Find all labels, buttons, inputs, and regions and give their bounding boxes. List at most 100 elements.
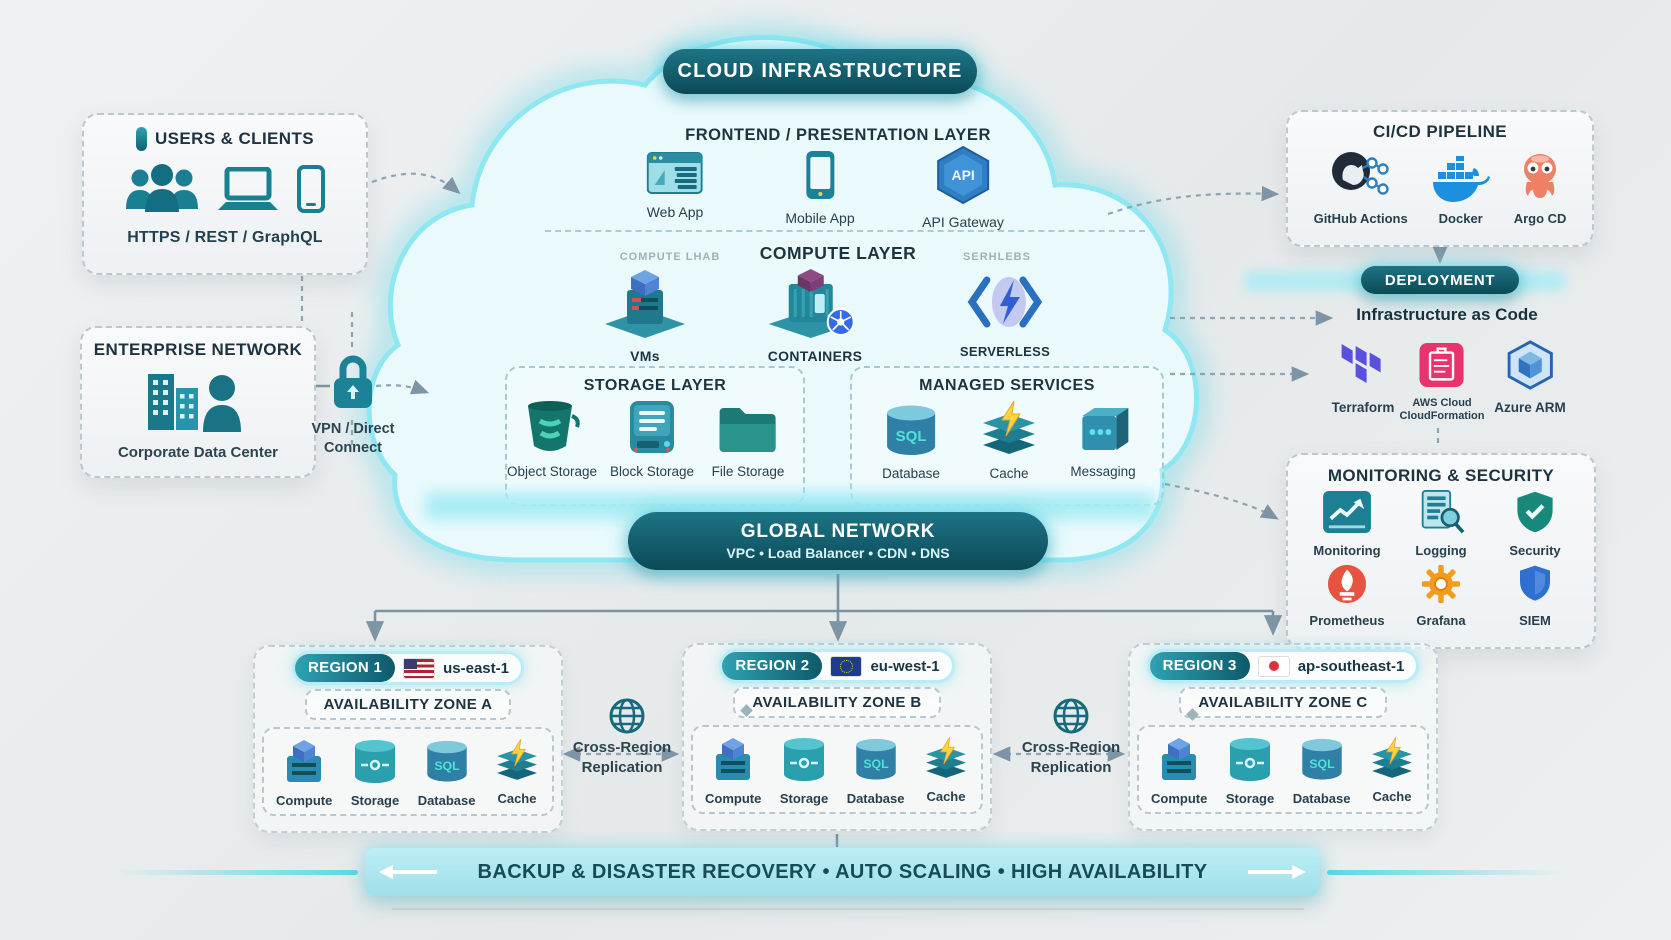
arrow-vpn-to-cloud: [375, 379, 430, 395]
terraform-node: Terraform: [1332, 342, 1394, 415]
banner-line-right: [1327, 870, 1567, 875]
vpn-label: VPN / Direct Connect: [311, 421, 395, 456]
azure-arm-label: Azure ARM: [1494, 400, 1566, 415]
storage-cylinder-icon: [353, 738, 397, 789]
svg-text:SQL: SQL: [896, 428, 927, 445]
containers-node: CONTAINERS: [768, 266, 863, 364]
region-1-pill: REGION 1 us-east-1: [295, 654, 521, 682]
region-2-pill: REGION 2 eu-west-1: [722, 652, 952, 680]
region-1-storage: Storage: [351, 738, 399, 808]
region-2-database: SQL Database: [847, 736, 905, 806]
monitoring-node: Monitoring: [1313, 490, 1381, 558]
banner-line-left: [118, 870, 358, 875]
cache-layers-icon: [979, 400, 1039, 461]
api-gateway-node: API API Gateway: [922, 145, 1004, 230]
cloudformation-label: AWS Cloud CloudFormation: [1399, 397, 1485, 422]
monitoring-label: Monitoring: [1313, 543, 1381, 558]
region-1-database: SQL Database: [418, 738, 476, 808]
web-app-node: Web App: [646, 152, 704, 220]
argo-cd-icon: [1518, 150, 1562, 207]
region-3-cache: Cache: [1369, 736, 1415, 806]
users-clients-header: USERS & CLIENTS: [135, 127, 314, 151]
users-icons-row: [125, 163, 325, 218]
cache-layers-icon: [494, 738, 540, 787]
region-3-database: SQL Database: [1293, 736, 1351, 806]
docker-icon: [1432, 154, 1490, 207]
frontend-compute-divider: [545, 230, 1145, 232]
ha-banner-text: BACKUP & DISASTER RECOVERY • AUTO SCALIN…: [477, 860, 1208, 883]
compute-icon: [1156, 736, 1202, 787]
sql-database-icon: SQL: [1299, 736, 1345, 787]
grafana-icon: [1421, 564, 1461, 609]
azure-arm-node: Azure ARM: [1494, 340, 1566, 415]
object-storage-node: Object Storage: [507, 400, 597, 479]
region-1-name: REGION 1: [295, 654, 396, 682]
siem-shield-icon: [1517, 564, 1553, 609]
svg-text:SQL: SQL: [863, 757, 889, 771]
region-3-box: REGION 3 ap-southeast-1 AVAILABILITY ZON…: [1128, 643, 1438, 831]
region-2-zone-box: Compute Storage SQL: [691, 725, 983, 814]
arrow-cloud-to-cicd: [1107, 185, 1280, 216]
laptop-icon: [217, 166, 279, 218]
github-actions-icon: [1330, 150, 1392, 207]
smartphone-icon: [297, 165, 325, 218]
sql-database-icon: SQL: [424, 738, 470, 789]
file-storage-node: File Storage: [712, 404, 784, 479]
region-3-az-label: AVAILABILITY ZONE C: [1179, 687, 1387, 718]
cloudformation-icon: [1419, 342, 1465, 393]
logging-node: Logging: [1415, 490, 1467, 558]
web-app-label: Web App: [646, 204, 704, 220]
object-storage-label: Object Storage: [506, 464, 598, 479]
api-gateway-label: API Gateway: [922, 214, 1004, 230]
region-2-box: REGION 2 eu-west-1 AVAILABILITY ZONE B C…: [682, 643, 992, 831]
region-1-az-label: AVAILABILITY ZONE A: [304, 689, 512, 720]
cache-layers-icon: [923, 736, 969, 785]
block-storage-label: Block Storage: [609, 464, 695, 479]
banner-arrow-right-icon: [1248, 865, 1306, 879]
serverless-label: SERVERLESS: [959, 344, 1051, 359]
region-1-code: us-east-1: [443, 659, 509, 677]
arrow-cloud-to-monitoring: [1164, 482, 1279, 520]
users-clients-box: USERS & CLIENTS: [82, 113, 368, 275]
region-1-compute: Compute: [276, 738, 332, 808]
region-1-cache: Cache: [494, 738, 540, 808]
frontend-layer-title: FRONTEND / PRESENTATION LAYER: [685, 126, 991, 144]
region-1-box: REGION 1 us-east-1 AVAILABILITY ZONE A C…: [253, 645, 563, 833]
compute-icon: [710, 736, 756, 787]
arrow-users-to-cloud: [371, 172, 461, 195]
github-actions-node: GitHub Actions: [1314, 150, 1408, 226]
globe-icon: [609, 698, 645, 739]
vpn-lock-icon: [330, 353, 376, 416]
region-2-az-label: AVAILABILITY ZONE B: [733, 687, 941, 718]
web-app-icon: [647, 152, 703, 199]
cicd-title: CI/CD PIPELINE: [1372, 122, 1508, 141]
prometheus-label: Prometheus: [1309, 613, 1385, 628]
monitoring-grid: Monitoring Logging: [1288, 486, 1594, 628]
storage-cylinder-icon: [782, 736, 826, 787]
containers-label: CONTAINERS: [767, 348, 863, 364]
azure-arm-icon: [1505, 340, 1555, 395]
grafana-node: Grafana: [1416, 564, 1466, 628]
cicd-pipeline-box: CI/CD PIPELINE GitHub Action: [1286, 110, 1594, 247]
region-1-zone-box: Compute Storage SQL: [262, 727, 554, 816]
jp-flag-icon: [1258, 656, 1289, 676]
monitoring-title: MONITORING & SECURITY: [1327, 466, 1555, 485]
replication-label-left: Cross-Region Replication: [572, 739, 672, 776]
svg-text:API: API: [951, 167, 974, 183]
security-shield-icon: [1515, 490, 1555, 539]
siem-label: SIEM: [1519, 613, 1551, 628]
cloud-title: CLOUD INFRASTRUCTURE: [677, 60, 963, 82]
users-bullet-icon: [135, 127, 147, 151]
enterprise-caption: Corporate Data Center: [117, 444, 279, 461]
replication-label-right: Cross-Region Replication: [1021, 739, 1121, 776]
region-3-pill: REGION 3 ap-southeast-1: [1149, 652, 1417, 680]
deployment-pill: DEPLOYMENT: [1361, 266, 1519, 294]
cache-label: Cache: [989, 466, 1029, 481]
region-3-zone-box: Compute Storage SQL: [1137, 725, 1429, 814]
banner-underline: [392, 908, 1304, 910]
global-network-subtitle: VPC • Load Balancer • CDN • DNS: [726, 545, 950, 561]
compute-ghost-right: SERHLEBS: [963, 251, 1031, 263]
deployment-title: DEPLOYMENT: [1384, 271, 1496, 289]
api-gateway-icon: API: [936, 145, 990, 209]
